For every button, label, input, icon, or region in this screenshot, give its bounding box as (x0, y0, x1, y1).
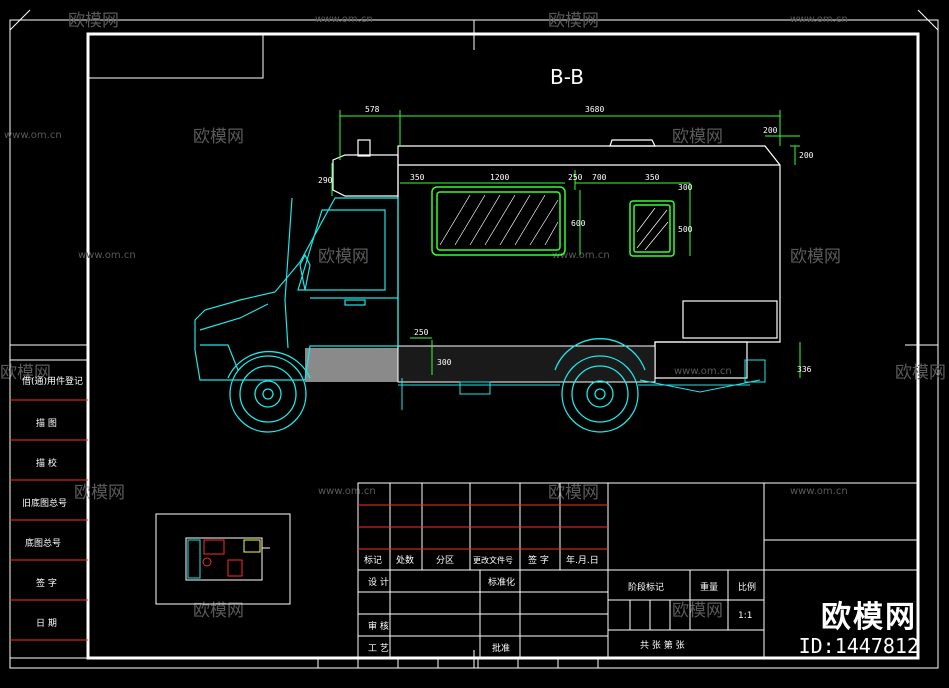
svg-text:欧模网: 欧模网 (790, 247, 841, 267)
svg-text:www.om.cn: www.om.cn (790, 486, 848, 497)
svg-text:www.om.cn: www.om.cn (78, 250, 136, 261)
left-strip: 借(通)用件登记 描 图 描 校 旧底图总号 底图总号 签 字 日 期 (9, 359, 89, 659)
svg-text:350: 350 (410, 173, 425, 182)
cab (194, 197, 399, 381)
watermarks: 欧模网 www.om.cn 欧模网 www.om.cn 欧模网 www.om.c… (0, 11, 946, 621)
svg-text:www.om.cn: www.om.cn (318, 486, 376, 497)
site-logo: 欧模网 (821, 600, 917, 635)
svg-text:www.om.cn: www.om.cn (552, 250, 610, 261)
svg-text:www.om.cn: www.om.cn (4, 130, 62, 141)
svg-text:300: 300 (437, 358, 452, 367)
svg-text:更改文件号: 更改文件号 (473, 555, 513, 565)
svg-text:300: 300 (678, 183, 693, 192)
svg-text:旧底图总号: 旧底图总号 (22, 497, 67, 509)
svg-text:1200: 1200 (490, 173, 509, 182)
svg-text:www.om.cn: www.om.cn (315, 14, 373, 25)
svg-text:600: 600 (571, 219, 586, 228)
svg-text:336: 336 (797, 365, 812, 374)
svg-text:欧模网: 欧模网 (548, 11, 599, 31)
title-block (317, 482, 919, 668)
svg-text:250: 250 (568, 173, 583, 182)
dimension-labels: 578 3680 200 200 290 350 1200 250 700 35… (318, 105, 814, 374)
svg-text:欧模网: 欧模网 (672, 127, 723, 147)
svg-text:年.月.日: 年.月.日 (566, 554, 599, 566)
floor-plan-thumbnail (155, 513, 291, 605)
svg-text:比例: 比例 (738, 581, 756, 593)
svg-text:设 计: 设 计 (368, 576, 389, 588)
svg-text:欧模网: 欧模网 (895, 363, 946, 383)
code-box (87, 33, 264, 79)
rear-wheel (554, 338, 646, 433)
body-band (305, 348, 398, 382)
svg-text:描 图: 描 图 (36, 417, 57, 429)
svg-text:250: 250 (414, 328, 429, 337)
svg-text:日 期: 日 期 (36, 618, 57, 629)
svg-text:共 张 第 张: 共 张 第 张 (640, 639, 685, 651)
svg-text:签 字: 签 字 (528, 554, 549, 566)
svg-text:欧模网: 欧模网 (548, 483, 599, 503)
svg-text:500: 500 (678, 225, 693, 234)
svg-text:578: 578 (365, 105, 380, 114)
svg-text:欧模网: 欧模网 (672, 601, 723, 621)
svg-text:描 校: 描 校 (36, 457, 57, 469)
title-block-red-rows (358, 504, 608, 550)
section-title: B-B (550, 65, 584, 89)
svg-text:借(通)用件登记: 借(通)用件登记 (22, 375, 83, 387)
outer-frame (9, 19, 939, 669)
svg-text:欧模网: 欧模网 (0, 363, 51, 383)
svg-text:签 字: 签 字 (36, 577, 57, 589)
chassis (398, 359, 766, 410)
svg-text:欧模网: 欧模网 (193, 601, 244, 621)
svg-text:批准: 批准 (492, 642, 510, 654)
front-wheel (227, 350, 311, 433)
svg-text:标准化: 标准化 (488, 576, 515, 588)
svg-text:工 艺: 工 艺 (368, 643, 389, 654)
svg-text:200: 200 (763, 126, 778, 135)
dimension-lines (331, 110, 801, 378)
svg-text:700: 700 (592, 173, 607, 182)
svg-text:3680: 3680 (585, 105, 604, 114)
svg-text:欧模网: 欧模网 (68, 11, 119, 31)
svg-text:标记: 标记 (364, 554, 382, 566)
svg-text:底图总号: 底图总号 (25, 537, 61, 549)
svg-text:www.om.cn: www.om.cn (790, 14, 848, 25)
svg-text:阶段标记: 阶段标记 (628, 581, 664, 593)
title-block-labels: 标记 处数 分区 更改文件号 签 字 年.月.日 设 计 标准化 审 核 工 艺… (364, 554, 756, 654)
svg-text:200: 200 (799, 151, 814, 160)
svg-text:处数: 处数 (396, 554, 414, 566)
svg-text:分区: 分区 (436, 555, 454, 566)
svg-text:审 核: 审 核 (368, 620, 389, 632)
svg-text:350: 350 (645, 173, 660, 182)
svg-text:1:1: 1:1 (738, 611, 752, 621)
svg-text:290: 290 (318, 176, 333, 185)
svg-text:欧模网: 欧模网 (74, 483, 125, 503)
resource-id: ID:1447812 (798, 634, 919, 658)
windows (431, 186, 675, 257)
svg-text:欧模网: 欧模网 (193, 127, 244, 147)
svg-text:www.om.cn: www.om.cn (674, 366, 732, 377)
svg-text:重量: 重量 (700, 581, 718, 593)
svg-text:欧模网: 欧模网 (318, 247, 369, 267)
